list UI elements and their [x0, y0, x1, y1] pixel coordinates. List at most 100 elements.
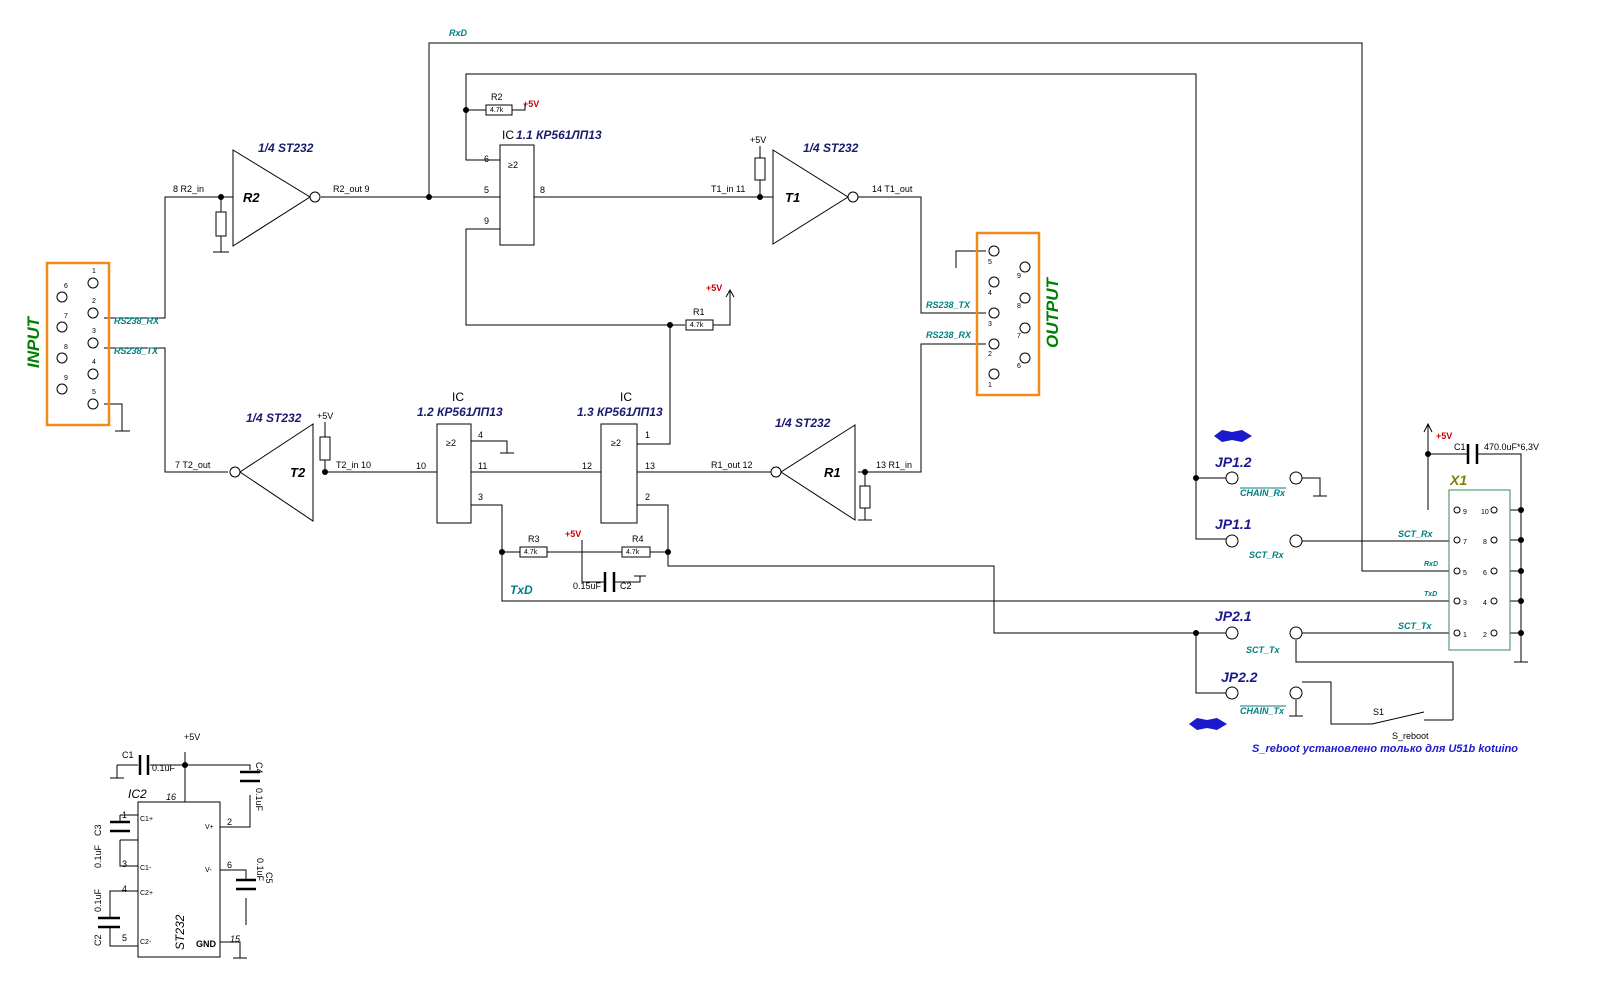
- r2-pullup-label: R2: [491, 92, 503, 102]
- input-pin3: 3: [92, 328, 96, 335]
- st232-c5-value: 0.1uF: [255, 858, 265, 882]
- output-pin3: 3: [988, 321, 992, 328]
- r2-buffer: R2 1/4 ST232 8 R2_in R2_out 9: [173, 141, 370, 247]
- ic1-2-symbol: ≥2: [446, 438, 456, 448]
- c2-value: 0.15uF: [573, 581, 602, 591]
- txd-label: TxD: [510, 583, 533, 597]
- c2-label: C2: [620, 581, 632, 591]
- t2-supply: +5V: [317, 411, 333, 421]
- r4-label: R4: [632, 534, 644, 544]
- ic1-2-pin11: 11: [478, 461, 487, 471]
- st232-c1-label: C1: [122, 750, 134, 760]
- x1-pin8: 8: [1483, 539, 1487, 546]
- r3-label: R3: [528, 534, 540, 544]
- st232-c2m: C2-: [140, 939, 152, 946]
- output-pin6: 6: [1017, 363, 1021, 370]
- output-pin9: 9: [1017, 273, 1021, 280]
- jp2-2-label: JP2.2: [1221, 669, 1258, 685]
- t2-pullup-resistor: [319, 436, 331, 461]
- input-pin5: 5: [92, 389, 96, 396]
- x1-pin3: 3: [1463, 600, 1467, 607]
- ic1-1-pin6: 6: [484, 154, 489, 164]
- st232-c4-value: 0.1uF: [254, 788, 264, 812]
- x1-pin1: 1: [1463, 632, 1467, 639]
- output-pin7: 7: [1017, 333, 1021, 340]
- x1-txd-label: TxD: [1424, 591, 1437, 598]
- r2-pullup-resistor: [485, 104, 513, 116]
- t1-in-label: T1_in 11: [711, 184, 745, 194]
- r1-value: 4.7k: [690, 322, 704, 329]
- jp1-marker-icon: [1214, 430, 1252, 442]
- st232-c4-label: C4: [254, 762, 264, 774]
- jp2-2-chain-label: CHAIN_Tx: [1240, 706, 1285, 716]
- st232-pin5: 5: [122, 933, 127, 943]
- rxd-label: RxD: [449, 28, 468, 38]
- x1-pin2: 2: [1483, 632, 1487, 639]
- output-pin4: 4: [988, 290, 992, 297]
- ic1-3-symbol: ≥2: [611, 438, 621, 448]
- jp2-1-sct-label: SCT_Tx: [1246, 645, 1281, 655]
- st232-c1-value: 0.1uF: [152, 763, 176, 773]
- r3-resistor: [519, 546, 548, 558]
- r2-pullup-value: 4.7k: [490, 107, 504, 114]
- ic1-1-pin9: 9: [484, 216, 489, 226]
- jp1-2-chain-label: CHAIN_Rx: [1240, 488, 1286, 498]
- ic1-2-pin4: 4: [478, 430, 483, 440]
- x1-pin10: 10: [1481, 509, 1489, 516]
- t2-buffer: T2 1/4 ST232 +5V 7 T2_out T2_in 10: [175, 411, 371, 522]
- st232-supply: +5V: [184, 732, 200, 742]
- ic1-2-gate: ≥2 4 10 11 3 IC 1.2 КР561ЛП13: [416, 390, 503, 524]
- r2-pulldown-resistor: [215, 211, 227, 237]
- st232-c5-label: C5: [264, 872, 274, 884]
- jp1-2-label: JP1.2: [1215, 454, 1252, 470]
- st232-chip-block: IC2 ST232 GND +5V 16 15 1 3 4 5 2 6 C1+ …: [93, 732, 274, 958]
- junctions: [182, 107, 1524, 768]
- s1-reboot-label: S_reboot: [1392, 731, 1429, 741]
- t1-quarter-label: 1/4 ST232: [803, 141, 859, 155]
- input-tx-label: RS238_TX: [114, 346, 159, 356]
- x1-pin6: 6: [1483, 570, 1487, 577]
- t2-gate-label: T2: [290, 465, 306, 480]
- output-rx-label: RS238_RX: [926, 330, 972, 340]
- r1-label: R1: [693, 307, 705, 317]
- st232-label: ST232: [173, 914, 187, 950]
- input-connector: 1 2 3 4 5 6 7 8 9 RS238_RX RS238_TX INPU…: [24, 261, 160, 427]
- st232-vplus: V+: [205, 824, 214, 831]
- r1-pullup: 4.7k R1 +5V: [685, 283, 735, 331]
- ic1-1-label: 1.1 КР561ЛП13: [516, 128, 602, 142]
- input-pin1: 1: [92, 268, 96, 275]
- t1-out-label: 14 T1_out: [872, 184, 913, 194]
- output-label: OUTPUT: [1043, 277, 1062, 349]
- jp2-marker-icon: [1189, 718, 1227, 730]
- ic2-label: IC2: [128, 787, 147, 801]
- st232-c2p: C2+: [140, 890, 153, 897]
- ic1-2-pin10: 10: [416, 461, 426, 471]
- st232-c2-label: C2: [93, 934, 103, 946]
- r2-gate-label: R2: [243, 190, 260, 205]
- r2-quarter-label: 1/4 ST232: [258, 141, 314, 155]
- jp2-1-label: JP2.1: [1215, 608, 1252, 624]
- t1-supply: +5V: [750, 135, 766, 145]
- t2-out-label: 7 T2_out: [175, 460, 211, 470]
- st232-pin2: 2: [227, 817, 232, 827]
- st232-c1m: C1-: [140, 865, 152, 872]
- ic1-1-prefix: IC: [502, 128, 514, 142]
- input-pin4: 4: [92, 359, 96, 366]
- output-connector: 5 4 3 2 1 9 8 7 6 RS238_TX RS238_RX OUTP…: [926, 231, 1062, 397]
- st232-c1p: C1+: [140, 816, 153, 823]
- output-pin5: 5: [988, 259, 992, 266]
- t2-in-label: T2_in 10: [336, 460, 371, 470]
- input-pin9: 9: [64, 375, 68, 382]
- r3-r4-supply: +5V: [565, 529, 581, 539]
- ic1-3-prefix: IC: [620, 390, 632, 404]
- input-pin2: 2: [92, 298, 96, 305]
- st232-pin4: 4: [122, 884, 127, 894]
- r4-resistor: [621, 546, 651, 558]
- ic1-3-pin12: 12: [582, 461, 592, 471]
- ic1-2-prefix: IC: [452, 390, 464, 404]
- x1-pin7: 7: [1463, 539, 1467, 546]
- gnd-label: GND: [196, 939, 217, 949]
- x1-rxd-label: RxD: [1424, 561, 1438, 568]
- r3-value: 4.7k: [524, 549, 538, 556]
- input-rx-label: RS238_RX: [114, 316, 160, 326]
